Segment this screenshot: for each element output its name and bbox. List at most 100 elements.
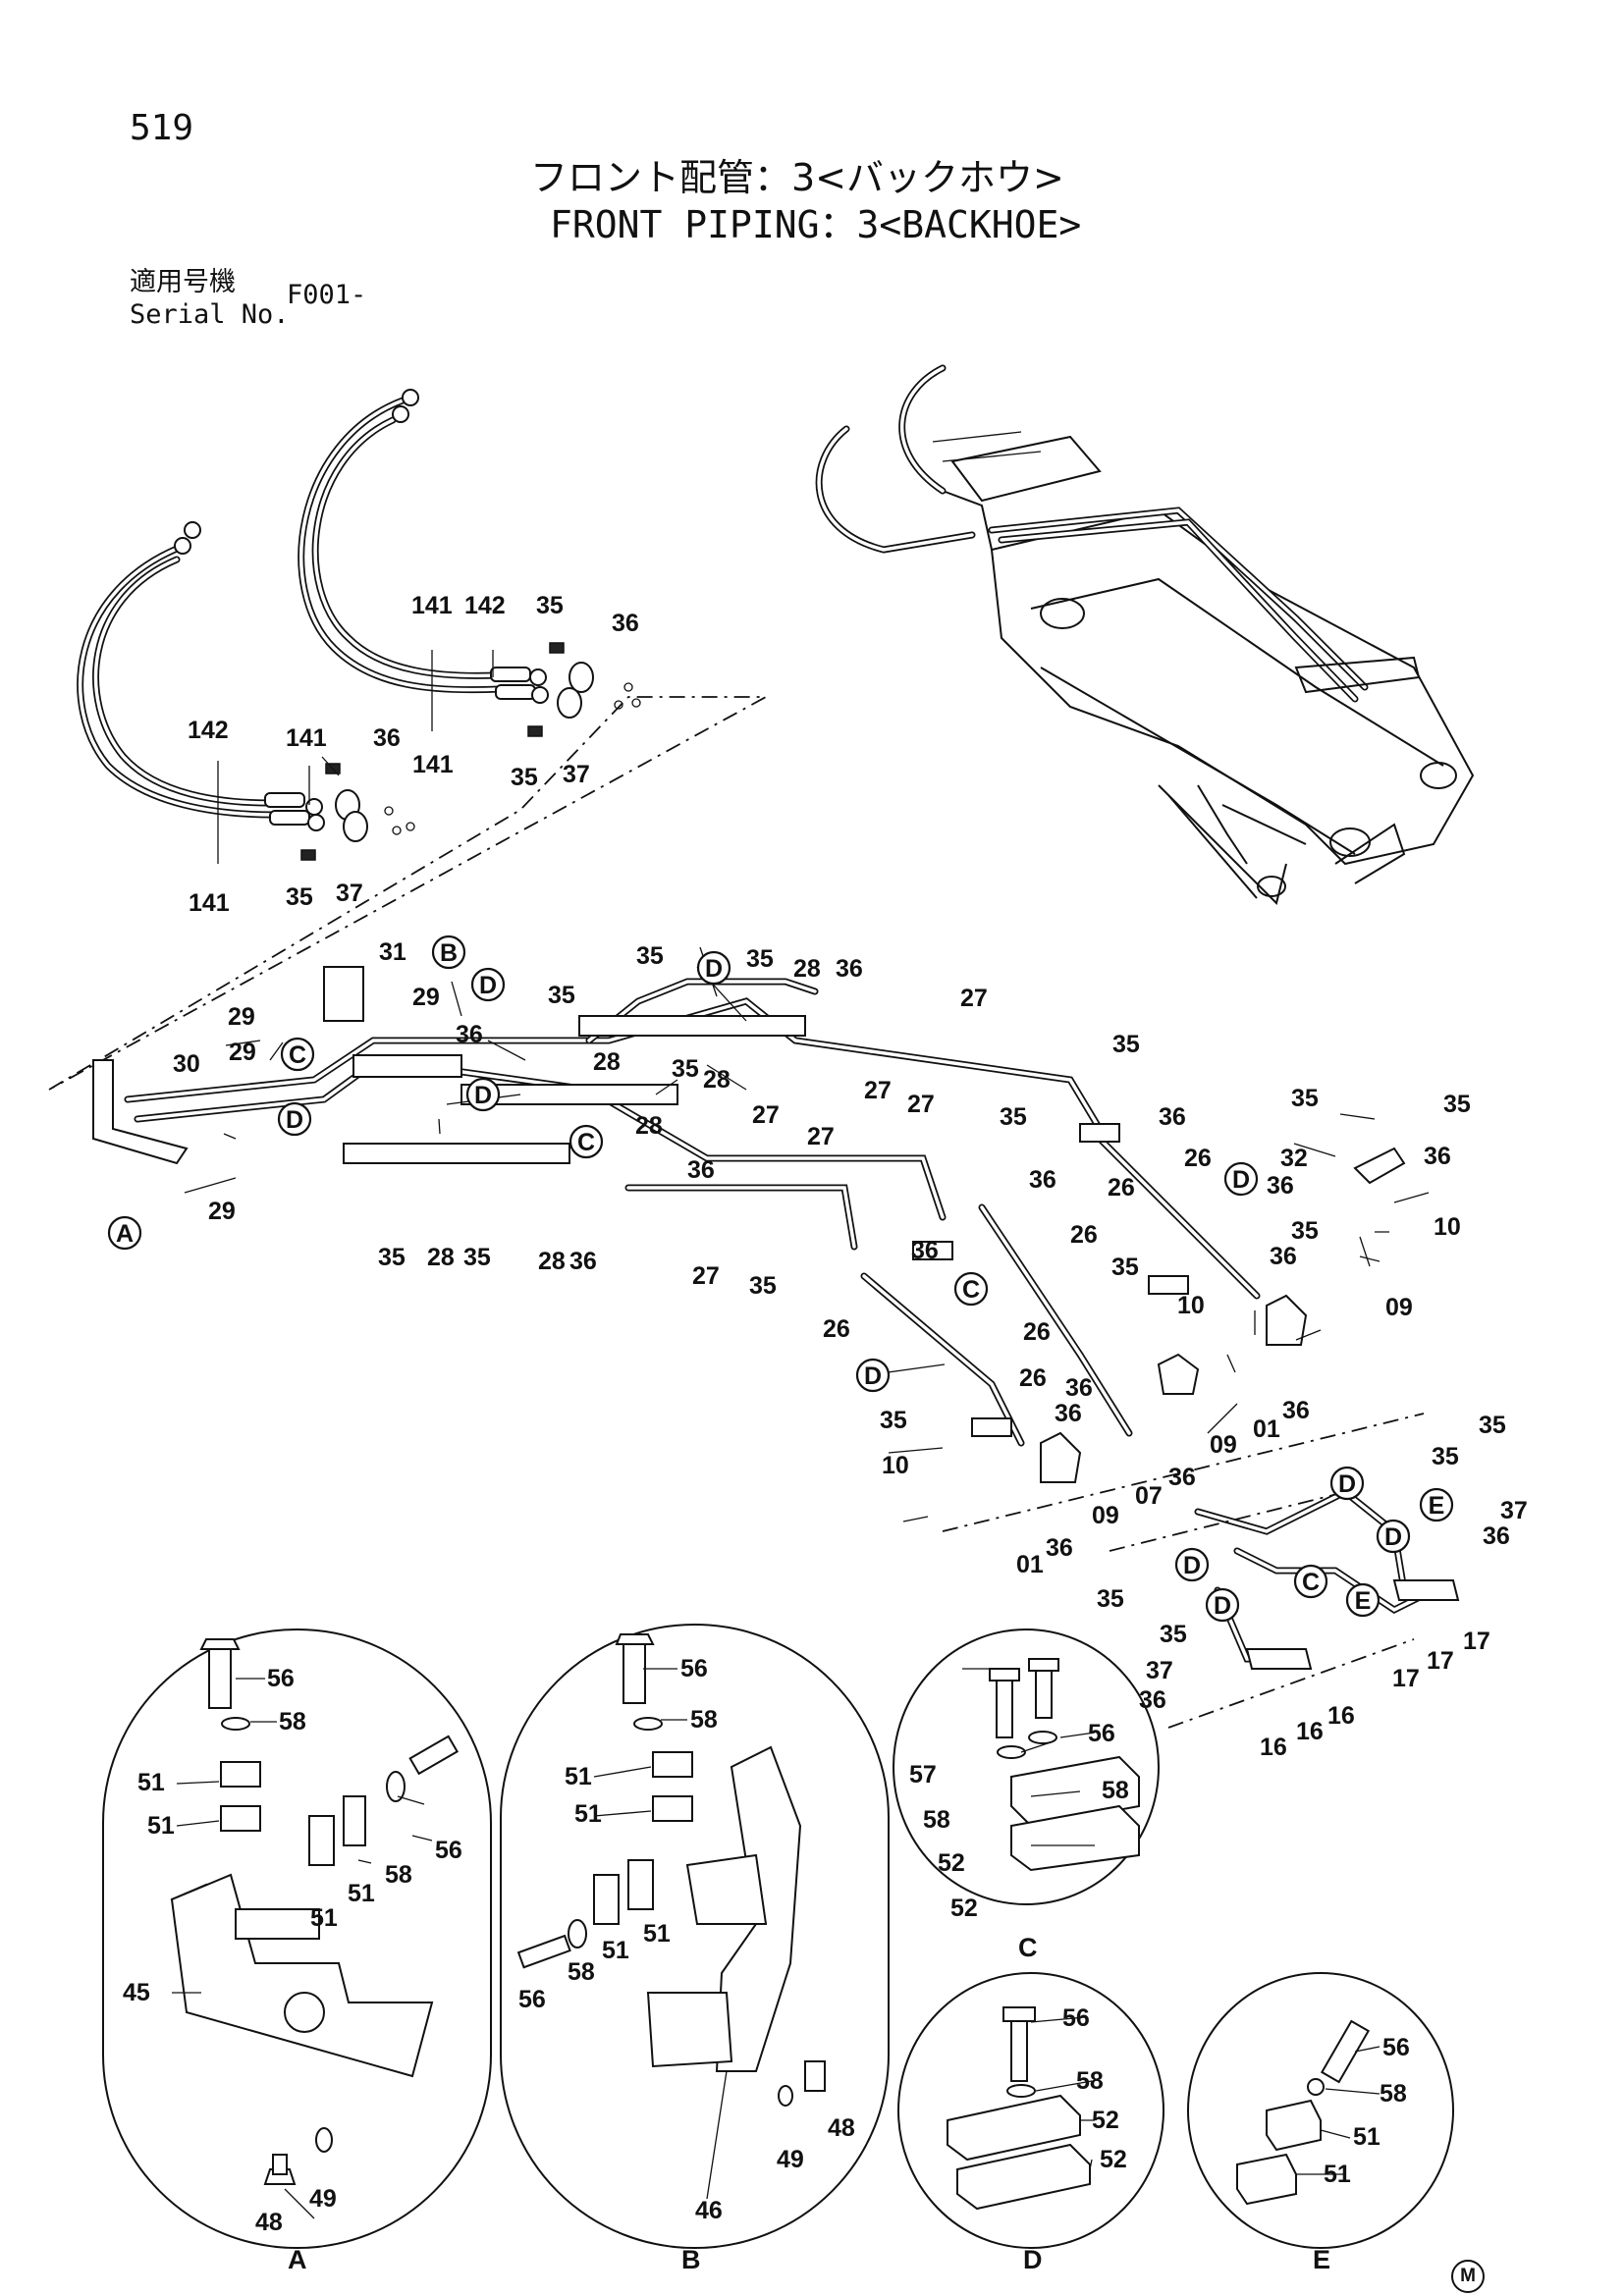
callout-16: 16 (1260, 1734, 1287, 1761)
callout-35: 35 (1432, 1443, 1459, 1470)
callout-56: 56 (267, 1665, 295, 1692)
page-title-en: FRONT PIPING：3<BACKHOE> (550, 203, 1082, 246)
callout-28: 28 (538, 1248, 566, 1275)
callout-52: 52 (950, 1895, 978, 1922)
callout-56: 56 (1382, 2034, 1410, 2061)
callout-141: 141 (286, 724, 327, 752)
callout-01: 01 (1016, 1551, 1044, 1578)
callout-48: 48 (828, 2114, 855, 2142)
callout-09: 09 (1210, 1431, 1237, 1459)
ref-bubble-d9 (1174, 1547, 1210, 1582)
callout-58: 58 (1380, 2080, 1407, 2108)
callout-30: 30 (173, 1050, 200, 1078)
callout-142: 142 (464, 592, 506, 619)
callout-58: 58 (1076, 2067, 1104, 2095)
callout-26: 26 (1108, 1174, 1135, 1201)
callout-36: 36 (612, 610, 639, 637)
ref-bubble-c-label: C (289, 1041, 306, 1069)
callout-51: 51 (310, 1904, 338, 1932)
callout-58: 58 (385, 1861, 412, 1889)
ref-bubble-a-label: A (116, 1220, 134, 1248)
ref-bubble-d6-label: D (864, 1362, 882, 1390)
callout-56: 56 (435, 1837, 462, 1864)
ref-bubble-d2-label: D (286, 1106, 303, 1134)
callout-27: 27 (752, 1101, 780, 1129)
ref-bubble-d-label: D (479, 972, 497, 999)
callout-26: 26 (1023, 1318, 1051, 1346)
callout-10: 10 (1177, 1292, 1205, 1319)
callout-31: 31 (379, 938, 406, 966)
callout-141: 141 (412, 751, 454, 778)
callout-49: 49 (309, 2185, 337, 2213)
boom-assembly-illustration (815, 364, 1475, 905)
leader-lines (172, 650, 1430, 2219)
ref-bubble-c3 (953, 1271, 989, 1307)
detail-label-c: C (1018, 1933, 1038, 1962)
callout-37: 37 (563, 761, 590, 788)
callout-51: 51 (1353, 2123, 1380, 2151)
ref-bubble-e2-label: E (1355, 1587, 1372, 1615)
callout-35: 35 (1112, 1031, 1140, 1058)
callout-35: 35 (548, 982, 575, 1009)
callout-27: 27 (864, 1077, 892, 1104)
callout-51: 51 (1324, 2161, 1351, 2188)
callout-09: 09 (1385, 1294, 1413, 1321)
callout-36: 36 (373, 724, 401, 752)
ref-bubble-d3 (696, 950, 731, 986)
callout-27: 27 (907, 1091, 935, 1118)
ref-bubble-e2 (1345, 1582, 1380, 1618)
ref-bubble-b (431, 934, 466, 970)
callout-26: 26 (823, 1315, 850, 1343)
callout-56: 56 (518, 1986, 546, 2013)
ref-bubble-d4-label: D (474, 1082, 492, 1109)
hose-assembly-right (298, 389, 594, 842)
separator-line-lower (942, 1413, 1425, 1729)
callout-28: 28 (635, 1112, 663, 1140)
callout-48: 48 (255, 2209, 283, 2236)
callout-36: 36 (687, 1156, 715, 1184)
callout-36: 36 (911, 1237, 939, 1264)
callout-36: 36 (1424, 1143, 1451, 1170)
callout-35: 35 (378, 1244, 406, 1271)
callout-36: 36 (836, 955, 863, 983)
detail-label-b: B (681, 2245, 701, 2274)
detail-frame-c (893, 1629, 1160, 1905)
callout-51: 51 (147, 1812, 175, 1840)
callout-35: 35 (1111, 1254, 1139, 1281)
callout-35: 35 (1291, 1217, 1319, 1245)
callout-17: 17 (1463, 1628, 1490, 1655)
callout-36: 36 (1282, 1397, 1310, 1424)
callout-27: 27 (692, 1262, 720, 1290)
callout-35: 35 (746, 945, 774, 973)
detail-frame-a (102, 1629, 492, 2249)
callout-56: 56 (1088, 1720, 1115, 1747)
callout-35: 35 (1443, 1091, 1471, 1118)
ref-bubble-d8 (1376, 1519, 1411, 1554)
callout-17: 17 (1392, 1665, 1420, 1692)
ref-bubble-c4 (1293, 1564, 1328, 1599)
ref-bubble-d2 (277, 1101, 312, 1137)
serial-label-jp: 適用号機 (130, 267, 236, 297)
callout-141: 141 (411, 592, 453, 619)
ref-bubble-d7 (1329, 1466, 1365, 1501)
ref-bubble-d6 (855, 1358, 891, 1393)
ref-bubble-c2-label: C (577, 1129, 595, 1156)
callout-52: 52 (1092, 2107, 1119, 2134)
callout-46: 46 (695, 2197, 723, 2224)
callout-58: 58 (690, 1706, 718, 1734)
callout-36: 36 (1270, 1243, 1297, 1270)
callout-36: 36 (456, 1021, 483, 1048)
callout-58: 58 (568, 1958, 595, 1986)
footer-mark-icon: M (1451, 2260, 1485, 2293)
callout-36: 36 (569, 1248, 597, 1275)
callout-37: 37 (1500, 1497, 1528, 1524)
part-callouts: 141 142 35 36 141 35 37 142 141 36 141 3… (123, 592, 1528, 2274)
callout-141: 141 (189, 889, 230, 917)
detail-label-a: A (288, 2245, 307, 2274)
detail-e-parts (1236, 2019, 1371, 2206)
ref-bubble-d5 (1223, 1161, 1259, 1197)
ref-bubble-e (1419, 1487, 1454, 1522)
serial-value: F001- (287, 280, 367, 310)
detail-d-parts (947, 2006, 1091, 2211)
